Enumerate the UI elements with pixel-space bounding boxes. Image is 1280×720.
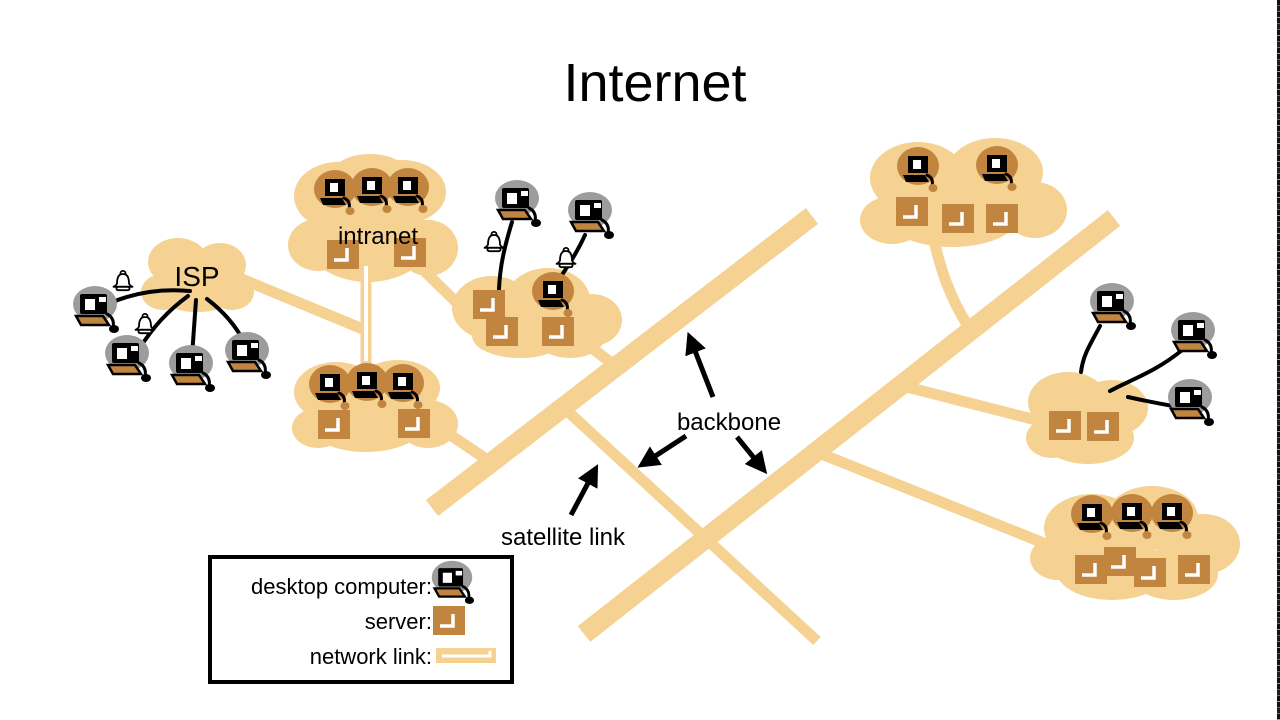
backbone-label: backbone xyxy=(677,409,781,436)
satellite-link-arrow xyxy=(568,464,599,517)
server-icon xyxy=(316,408,352,441)
link-backbone2-cloud7 xyxy=(811,445,1049,550)
desktop-computer-icon xyxy=(103,333,153,384)
desktop-computer-icon xyxy=(167,343,217,394)
server-icon xyxy=(984,202,1020,235)
server-icon xyxy=(940,202,976,235)
desktop-computer-icon xyxy=(566,190,616,241)
server-icon xyxy=(894,195,930,228)
intranet-label: intranet xyxy=(338,223,418,250)
desktop-computer-icon xyxy=(1166,377,1216,428)
server-icon xyxy=(431,604,467,637)
server-icon xyxy=(1085,410,1121,443)
backbone-line-2 xyxy=(577,210,1121,642)
legend: desktop computer: server: network link: xyxy=(208,555,514,684)
satellite-link-label: satellite link xyxy=(501,524,626,551)
video-edge-artifact xyxy=(1277,0,1280,720)
bell-icon xyxy=(134,312,156,335)
page-title: Internet xyxy=(563,53,746,113)
desktop-computer-icon xyxy=(71,284,121,335)
link-backbone2-cloud6 xyxy=(901,380,1042,427)
legend-network-link-label: network link: xyxy=(310,644,432,669)
bell-icon xyxy=(112,269,134,292)
desktop-computer-icon xyxy=(493,178,543,229)
server-icon xyxy=(471,288,507,321)
server-icon xyxy=(540,315,576,348)
bell-icon xyxy=(483,230,505,253)
backbone-line-1 xyxy=(425,208,819,516)
server-icon xyxy=(1047,409,1083,442)
server-icon xyxy=(1102,545,1138,578)
desktop-computer-icon xyxy=(223,330,273,381)
desktop-computer-icon xyxy=(1088,281,1138,332)
server-icon xyxy=(1073,553,1109,586)
server-icon xyxy=(396,407,432,440)
server-icon xyxy=(1176,553,1212,586)
link-cloud5-backbone2 xyxy=(927,234,973,329)
server-icon xyxy=(1132,556,1168,589)
backbone-arrow-right xyxy=(735,435,768,475)
isp-label: ISP xyxy=(174,261,219,292)
backbone-arrow-left xyxy=(637,433,688,468)
annotation-arrows xyxy=(568,331,768,517)
isp-cloud xyxy=(141,238,254,312)
satellite-link-line xyxy=(559,402,821,646)
dialup-lines xyxy=(108,220,1183,408)
link-isp xyxy=(234,271,373,338)
bell-icon xyxy=(555,246,577,269)
legend-desktop-computer-label: desktop computer: xyxy=(251,574,432,599)
backbone-arrow-up xyxy=(685,331,716,398)
network-link-icon xyxy=(436,648,496,663)
server-icon xyxy=(484,315,520,348)
legend-server-label: server: xyxy=(365,609,432,634)
